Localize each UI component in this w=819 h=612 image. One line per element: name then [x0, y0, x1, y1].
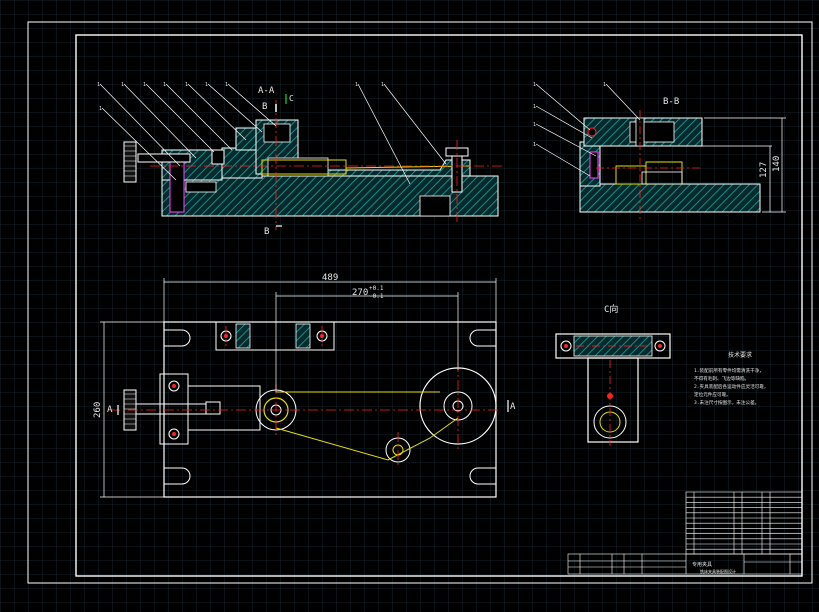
svg-text:1: 1: [603, 82, 606, 88]
svg-text:1: 1: [225, 82, 228, 88]
tech-note-1: 1.装配前所有零件均需清洗干净，: [694, 367, 764, 374]
svg-text:1: 1: [533, 104, 536, 110]
dim-489: 489: [322, 273, 338, 283]
section-bb-title: B-B: [663, 97, 679, 107]
outer-border: [27, 21, 813, 584]
title-block: [567, 491, 803, 575]
tech-note-4: 定位元件应可靠。: [694, 391, 731, 398]
svg-text:1: 1: [97, 82, 100, 88]
svg-text:1: 1: [143, 82, 146, 88]
cut-b-top-label: B: [262, 102, 267, 112]
cut-a-right-label: A: [510, 402, 516, 412]
title-block-name: 专用夹具: [692, 561, 712, 568]
plan-view: 489 270 +0.1 -0.1 260 A A: [93, 273, 516, 498]
cut-a-left-label: A: [107, 405, 113, 415]
view-c-title: C向: [604, 303, 618, 315]
dim-270-lower-tol: -0.1: [369, 293, 384, 300]
view-c: C向: [555, 303, 671, 446]
tech-note-5: 3.未注尺寸按图示，未注公差。: [694, 399, 759, 406]
dim-127: 127: [759, 162, 769, 178]
dim-140: 140: [772, 156, 782, 172]
dim-260: 260: [93, 402, 103, 418]
tech-note-2: 不得有毛刺、飞边等缺陷。: [694, 375, 749, 382]
svg-text:1: 1: [381, 82, 384, 88]
svg-text:1: 1: [185, 82, 188, 88]
svg-text:1: 1: [205, 82, 208, 88]
section-aa-view: 1 1 1 1 1 1 1 1 1 1 A-A B B C: [97, 82, 505, 237]
cut-b-bottom-label: B: [264, 227, 269, 237]
svg-text:1: 1: [355, 82, 358, 88]
cut-c-label: C: [289, 94, 294, 103]
title-block-caption: 铣床夹具装配图设计: [700, 568, 736, 574]
section-aa-title: A-A: [258, 86, 275, 96]
svg-text:1: 1: [121, 82, 124, 88]
dim-270-upper-tol: +0.1: [369, 285, 384, 292]
svg-text:1: 1: [99, 106, 102, 112]
section-bb-view: 1 1 1 1 1 B-B 127 140: [533, 82, 786, 220]
tech-note-3: 2.夹具装配后各运动件应灵活可靠，: [694, 383, 768, 390]
svg-text:1: 1: [533, 82, 536, 88]
tech-notes-title: 技术要求: [728, 351, 752, 359]
dim-270: 270: [352, 288, 368, 298]
technical-requirements: 技术要求 1.装配前所有零件均需清洗干净， 不得有毛刺、飞边等缺陷。 2.夹具装…: [694, 351, 768, 406]
svg-text:1: 1: [533, 142, 536, 148]
svg-text:1: 1: [163, 82, 166, 88]
inner-frame: [75, 34, 803, 577]
svg-text:1: 1: [533, 122, 536, 128]
